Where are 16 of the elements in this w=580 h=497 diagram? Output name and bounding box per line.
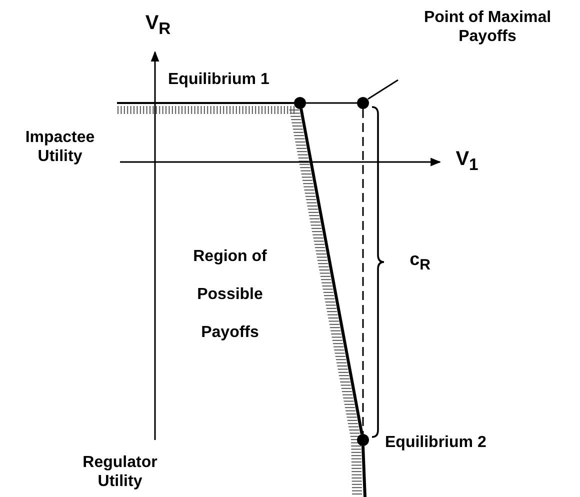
dashed-line [362,109,364,434]
point-label: Equilibrium 1 [168,70,270,89]
connecting-line [306,102,357,104]
boundary-line [300,108,364,434]
point-marker [357,97,369,109]
axis-title: Regulator Utility [82,453,158,491]
region-label: Region of Possible Payoffs [192,247,268,343]
axis-label: V$_{1}$ [454,150,480,174]
leader-line [368,79,398,100]
point-marker [357,434,369,446]
dimension-label: c$_{R}$ [408,250,432,275]
callout-text: Point of Maximal Payoffs [400,8,575,46]
axis-label: V$_{R}$ [144,14,172,38]
axis-title: Impactee Utility [24,128,96,166]
point-marker [294,97,306,109]
point-label: Equilibrium 2 [385,433,486,452]
